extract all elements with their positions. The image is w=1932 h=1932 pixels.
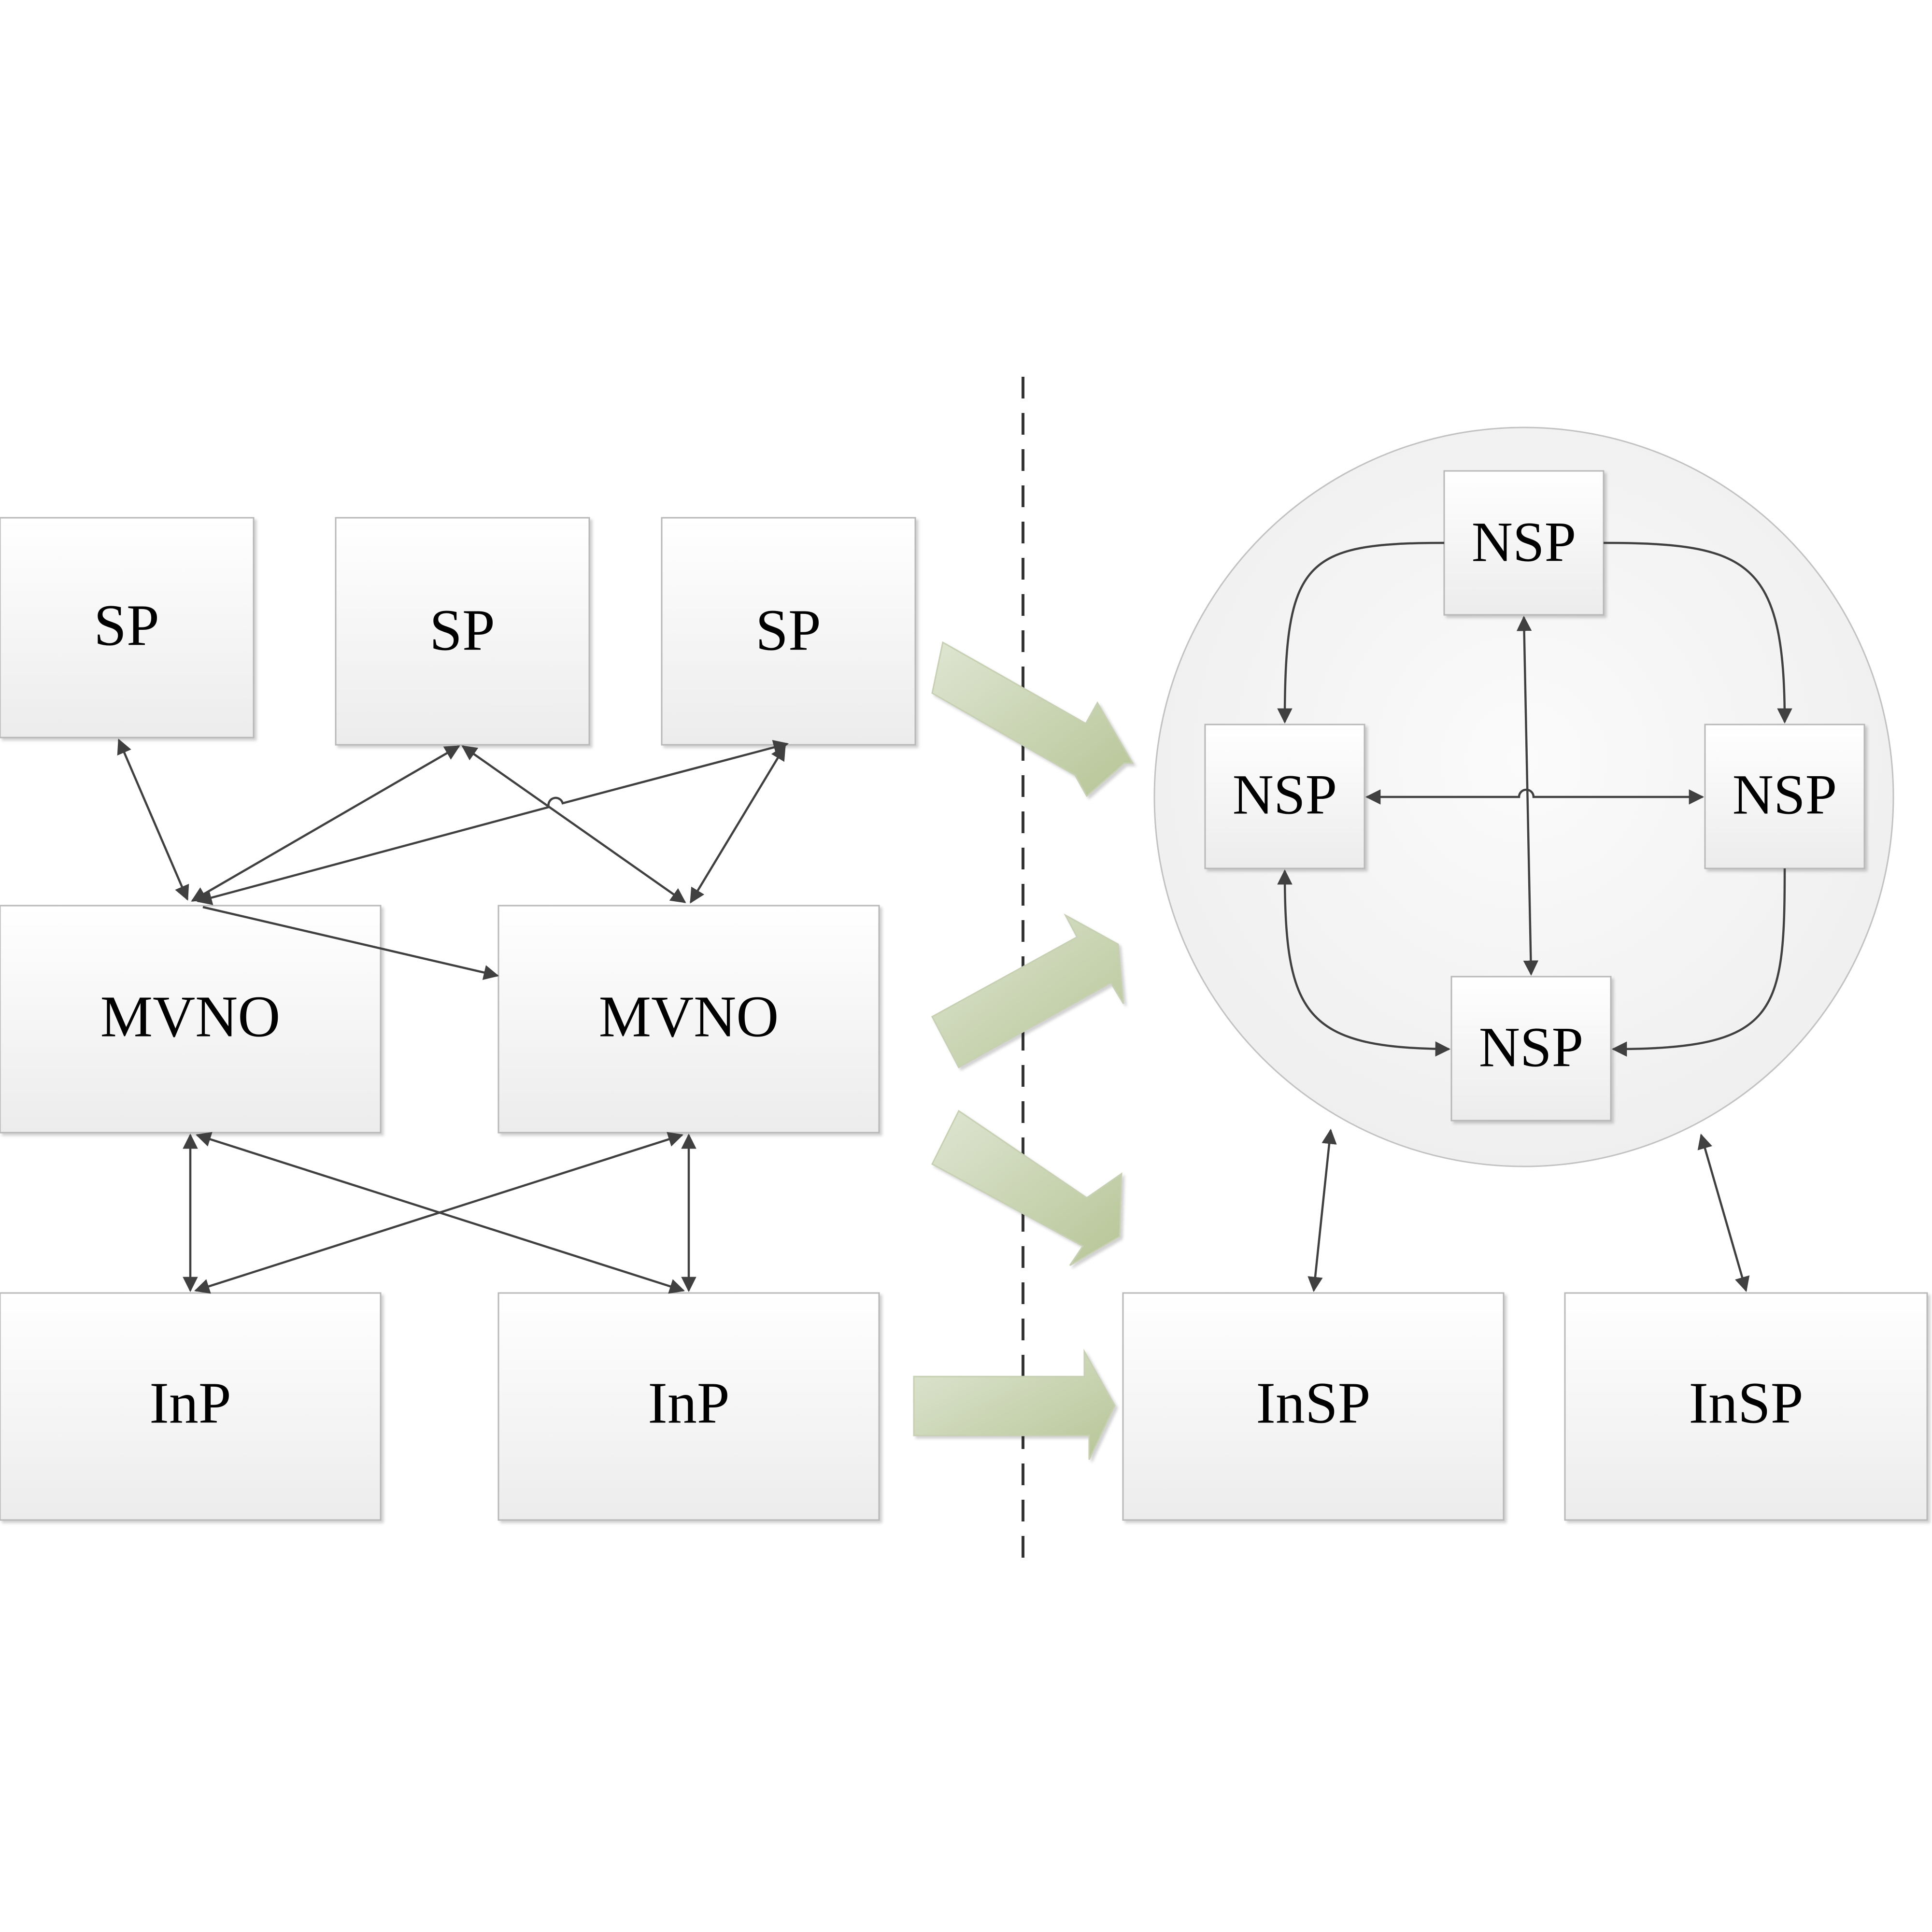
mvno-box-1[interactable]: MVNO [0,905,382,1134]
nsp-label-right: NSP [1733,763,1837,826]
mvno-label-1: MVNO [100,984,281,1050]
transition-arrow-2 [931,913,1124,1069]
sp-box-1[interactable]: SP [0,517,255,739]
inp-label-2: InP [648,1371,729,1436]
connector-sp2-mvno2 [461,745,686,903]
sp-box-3[interactable]: SP [661,517,916,746]
connector-nspleft-nspbottom [1277,869,1451,1057]
connector-nsptop-nspleft [1277,541,1445,724]
insp-label-2: InSP [1689,1371,1803,1436]
left-connectors [117,739,789,1294]
connector-sp2-mvno1 [191,745,460,902]
connector-nsptop-nspright [1603,541,1792,724]
nsp-box-bottom[interactable]: NSP [1450,976,1612,1122]
connector-sp1-mvno1 [117,739,189,901]
sp-label-1: SP [94,593,159,658]
sp-box-2[interactable]: SP [335,517,590,746]
sp-label-2: SP [429,598,495,663]
insp-box-1[interactable]: InSP [1122,1292,1505,1521]
insp-box-2[interactable]: InSP [1564,1292,1928,1521]
nsp-box-top[interactable]: NSP [1443,470,1605,616]
connector-cluster-insp1 [1307,1128,1337,1293]
nsp-label-bottom: NSP [1479,1016,1583,1079]
mvno-box-2[interactable]: MVNO [497,905,880,1134]
connector-nspright-nspbottom [1611,868,1786,1057]
connector-mvno2-inp1 [194,1132,684,1294]
nsp-box-right[interactable]: NSP [1704,724,1865,869]
nsp-label-top: NSP [1472,511,1576,574]
inp-box-1[interactable]: InP [0,1292,382,1521]
connector-sp3-mvno2 [690,745,786,904]
mvno-label-2: MVNO [599,984,779,1050]
inp-label-1: InP [149,1371,231,1436]
transition-arrow-1 [931,641,1134,797]
transition-arrows [913,641,1134,1460]
transition-arrow-3 [931,1109,1122,1266]
sp-label-3: SP [755,598,821,663]
inp-box-2[interactable]: InP [497,1292,880,1521]
nsp-label-left: NSP [1233,763,1337,826]
right-connectors [1277,541,1792,1293]
connector-nsptop-nspbottom [1516,615,1539,976]
connector-cluster-insp2 [1697,1133,1750,1293]
transition-arrow-4 [913,1349,1116,1460]
insp-label-1: InSP [1256,1371,1370,1436]
connector-mvno1-mvno2 [202,906,499,980]
nsp-box-left[interactable]: NSP [1204,724,1365,869]
